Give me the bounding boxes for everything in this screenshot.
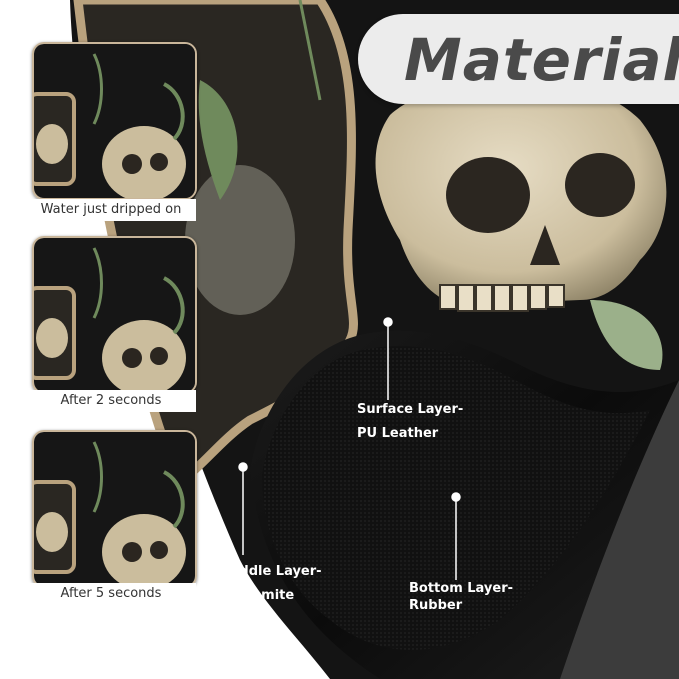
caption-after-5-seconds: After 5 seconds (26, 583, 196, 605)
caption-water-dripped: Water just dripped on (26, 199, 196, 221)
skull-nose (530, 225, 560, 265)
leaf-decoration (198, 80, 238, 200)
shadow-area (560, 380, 679, 679)
bottom-layer-material: Rubber (409, 598, 463, 613)
water-test-thumbnail-1 (32, 42, 197, 200)
leaf-decoration (590, 300, 663, 370)
title-banner (358, 14, 679, 104)
middle-layer-material: Diatomite (222, 588, 295, 603)
page-title: Material (404, 26, 679, 94)
surface-layer-label: Surface Layer- (357, 402, 464, 417)
skull-teeth (439, 284, 565, 312)
skull-eye-socket (446, 157, 530, 233)
bottle-skull (185, 165, 295, 315)
surface-layer-material: PU Leather (357, 426, 439, 441)
water-test-thumbnail-3 (32, 430, 197, 588)
callout-pointers (238, 317, 461, 580)
skull-eye-socket (565, 153, 635, 217)
bottom-layer-label: Bottom Layer- (409, 581, 514, 596)
leaf-decoration (298, 0, 322, 101)
water-test-thumbnail-2 (32, 236, 197, 394)
middle-layer-label: Middle Layer- (222, 564, 322, 579)
caption-after-2-seconds: After 2 seconds (26, 390, 196, 412)
